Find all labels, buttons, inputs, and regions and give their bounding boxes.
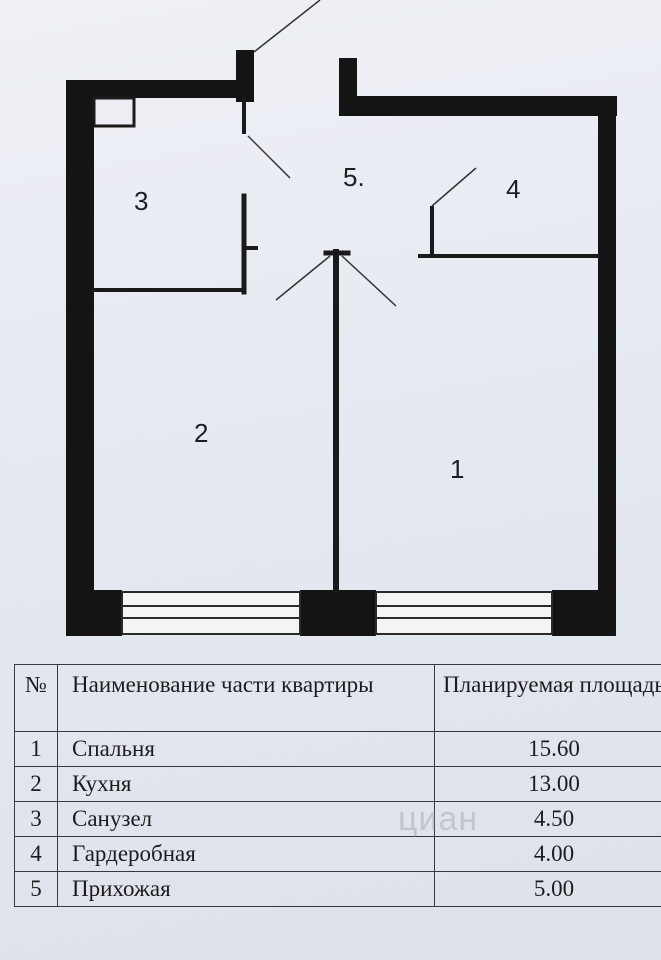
outer-walls bbox=[66, 50, 617, 636]
room-label-4: 4 bbox=[506, 174, 520, 204]
table-row: 4 Гардеробная 4.00 bbox=[14, 836, 661, 872]
row-number: 1 bbox=[14, 731, 58, 767]
row-number: 3 bbox=[14, 801, 58, 837]
room-label-3: 3 bbox=[134, 186, 148, 216]
row-number: 5 bbox=[14, 871, 58, 907]
header-name: Наименование части квартиры bbox=[57, 664, 435, 732]
row-area: 4.50 bbox=[434, 801, 661, 837]
room-label-1: 1 bbox=[450, 454, 464, 484]
row-name: Спальня bbox=[57, 731, 435, 767]
header-area: Планируемая площадь bbox=[434, 664, 661, 732]
floor-plan: 1 2 3 4 5. bbox=[66, 0, 617, 636]
door-swings bbox=[247, 0, 477, 307]
interior-walls bbox=[92, 96, 600, 593]
room-label-5: 5. bbox=[343, 162, 365, 192]
table-row: 2 Кухня 13.00 bbox=[14, 766, 661, 802]
windows bbox=[121, 591, 553, 635]
room-label-2: 2 bbox=[194, 418, 208, 448]
table-row: 5 Прихожая 5.00 bbox=[14, 871, 661, 907]
row-number: 2 bbox=[14, 766, 58, 802]
row-area: 5.00 bbox=[434, 871, 661, 907]
row-number: 4 bbox=[14, 836, 58, 872]
row-area: 4.00 bbox=[434, 836, 661, 872]
table-row: 3 Санузел 4.50 bbox=[14, 801, 661, 837]
apartment-parts-table: № Наименование части квартиры Планируема… bbox=[14, 664, 661, 907]
row-name: Санузел bbox=[57, 801, 435, 837]
table-row: 1 Спальня 15.60 bbox=[14, 731, 661, 767]
parts-table-container: № Наименование части квартиры Планируема… bbox=[14, 664, 661, 907]
header-number: № bbox=[14, 664, 58, 732]
row-name: Гардеробная bbox=[57, 836, 435, 872]
row-name: Кухня bbox=[57, 766, 435, 802]
row-area: 15.60 bbox=[434, 731, 661, 767]
row-name: Прихожая bbox=[57, 871, 435, 907]
watermark-logo: циан bbox=[398, 800, 479, 838]
row-area: 13.00 bbox=[434, 766, 661, 802]
table-header-row: № Наименование части квартиры Планируема… bbox=[14, 664, 661, 732]
